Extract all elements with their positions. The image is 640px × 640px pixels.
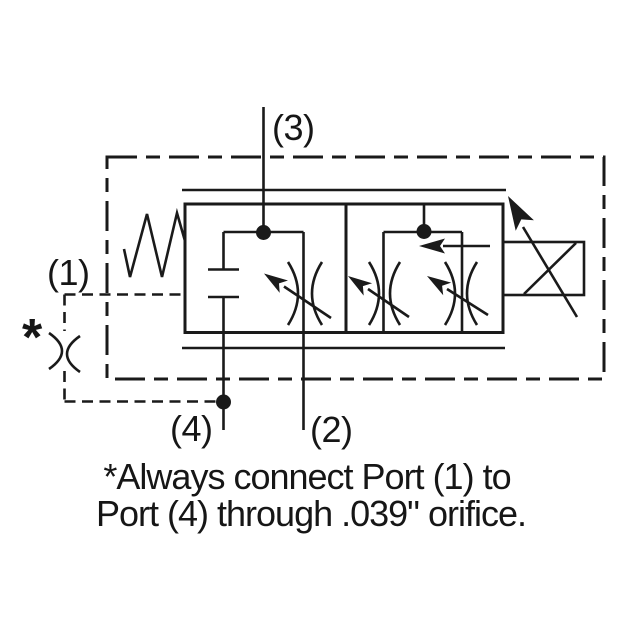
orifice-asterisk: * bbox=[22, 309, 43, 367]
p1-orifice-right-arc bbox=[310, 261, 324, 326]
valve-position-1 bbox=[208, 225, 332, 326]
p2-adjust-arrowhead-b bbox=[427, 276, 452, 296]
p2-orifice-b-right-arc bbox=[465, 261, 479, 326]
port-2-label: (2) bbox=[310, 409, 353, 450]
spring-zigzag bbox=[122, 207, 187, 278]
p2-flow-arrowhead bbox=[419, 238, 445, 254]
envelope-boundary bbox=[105, 155, 606, 381]
p2-adjust-arrow-a-shaft bbox=[367, 287, 410, 319]
footnote-line-1: *Always connect Port (1) to bbox=[103, 456, 510, 497]
port-3-label: (3) bbox=[272, 107, 315, 148]
footnote-line-2: Port (4) through .039" orifice. bbox=[96, 493, 526, 534]
p2-adjust-arrow-b-shaft bbox=[446, 287, 489, 317]
proportional-arrowhead bbox=[508, 196, 534, 231]
port-1-label: (1) bbox=[47, 252, 90, 293]
solenoid-symbol bbox=[501, 196, 586, 318]
port-4-junction-dot bbox=[216, 394, 231, 410]
footnote: *Always connect Port (1) to Port (4) thr… bbox=[96, 456, 527, 534]
valve-position-2 bbox=[348, 204, 490, 333]
p2-orifice-a-right-arc bbox=[388, 261, 402, 326]
port-1-pilot-path bbox=[48, 293, 217, 403]
port-4-label: (4) bbox=[170, 408, 213, 449]
p2-adjust-arrowhead-a bbox=[348, 276, 373, 296]
pilot-orifice-right-arc bbox=[65, 334, 81, 374]
solenoid-box bbox=[501, 240, 586, 297]
proportional-arrow-shaft bbox=[521, 226, 579, 318]
port-labels: (3) (1) (4) (2) * bbox=[22, 107, 353, 450]
p1-adjust-arrowhead bbox=[264, 273, 288, 293]
solenoid-diagonal bbox=[523, 242, 577, 295]
p2-orifice-a-left-arc bbox=[367, 261, 381, 326]
p1-adjust-arrow-shaft bbox=[283, 285, 332, 320]
p1-junction-dot bbox=[256, 225, 271, 240]
p1-orifice-left-arc bbox=[286, 261, 300, 326]
spring-symbol bbox=[122, 207, 187, 278]
cartridge-envelope bbox=[105, 155, 606, 381]
body-enclosure-lines bbox=[182, 188, 506, 350]
pilot-orifice-left-arc bbox=[48, 331, 64, 371]
port-lines bbox=[216, 107, 305, 430]
